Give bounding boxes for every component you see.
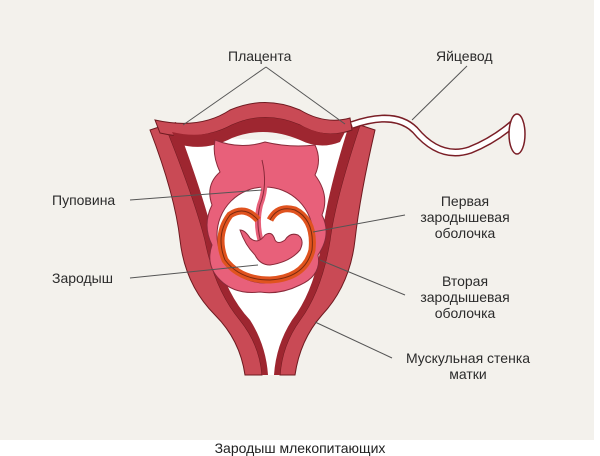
leader-second-membrane xyxy=(319,259,406,296)
label-umbilical-cord: Пуповина xyxy=(52,192,116,208)
label-placenta: Плацента xyxy=(228,48,292,64)
leader-umbilical-cord xyxy=(129,189,263,201)
uterus-right-wall-inner xyxy=(274,122,360,375)
leader-placenta-left xyxy=(182,66,267,126)
uterus-left-wall-inner xyxy=(165,122,268,375)
leader-muscle-wall xyxy=(314,321,393,359)
label-embryo: Зародыш xyxy=(52,270,113,286)
embryo xyxy=(239,229,303,266)
label-second-membrane: Вторая зародышевая оболочка xyxy=(420,273,510,321)
label-first-membrane: Первая зародышевая оболочка xyxy=(420,193,510,241)
leader-oviduct xyxy=(411,65,468,121)
uterus-embryo-diagram xyxy=(129,65,526,376)
uterus-right-wall-outer xyxy=(279,124,376,376)
uterus-top-wall xyxy=(154,102,353,137)
oviduct-funnel xyxy=(508,113,526,155)
diagram-caption: Зародыш млекопитающих xyxy=(214,440,386,456)
leader-placenta-right xyxy=(265,66,346,125)
label-oviduct: Яйцевод xyxy=(436,48,493,64)
leader-embryo xyxy=(129,264,259,279)
label-muscle-wall: Мускульная стенка матки xyxy=(405,350,531,382)
leader-first-membrane xyxy=(312,214,406,233)
placenta-dark-layer xyxy=(172,117,345,147)
